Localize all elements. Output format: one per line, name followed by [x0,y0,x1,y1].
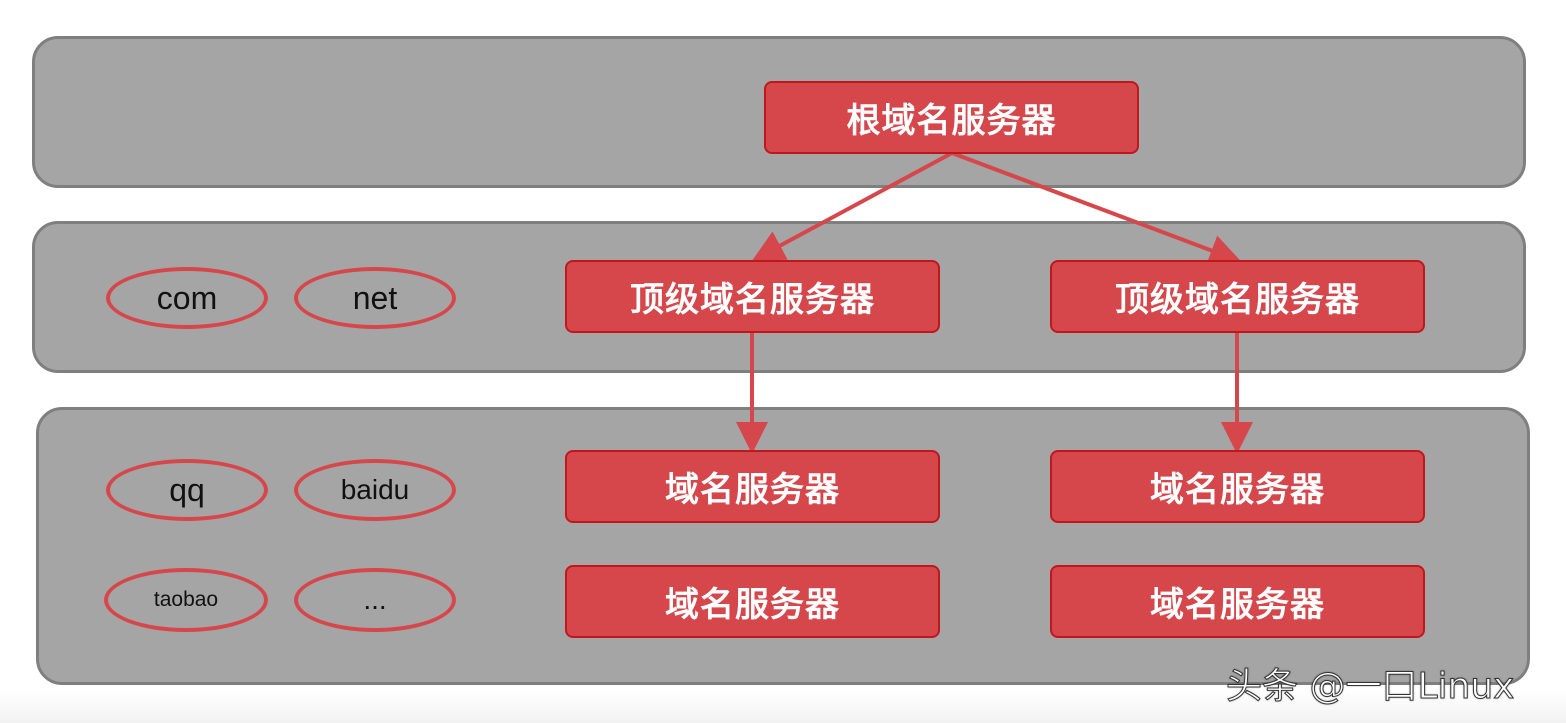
tld-server-box-right: 顶级域名服务器 [1050,260,1425,333]
domain-server-box: 域名服务器 [1050,450,1425,523]
domain-oval-ellipsis: ... [294,568,456,632]
domain-server-box: 域名服务器 [565,450,940,523]
domain-server-box: 域名服务器 [565,565,940,638]
domain-oval-qq: qq [106,459,268,521]
second-level-tier-panel [36,407,1530,685]
tld-server-box-left: 顶级域名服务器 [565,260,940,333]
domain-server-box: 域名服务器 [1050,565,1425,638]
tld-oval-com: com [106,267,268,329]
domain-oval-baidu: baidu [294,459,456,521]
domain-oval-taobao: taobao [104,568,268,632]
tld-oval-net: net [294,267,456,329]
watermark-text: 头条 @一口Linux [1225,666,1515,708]
root-server-box: 根域名服务器 [764,81,1139,154]
